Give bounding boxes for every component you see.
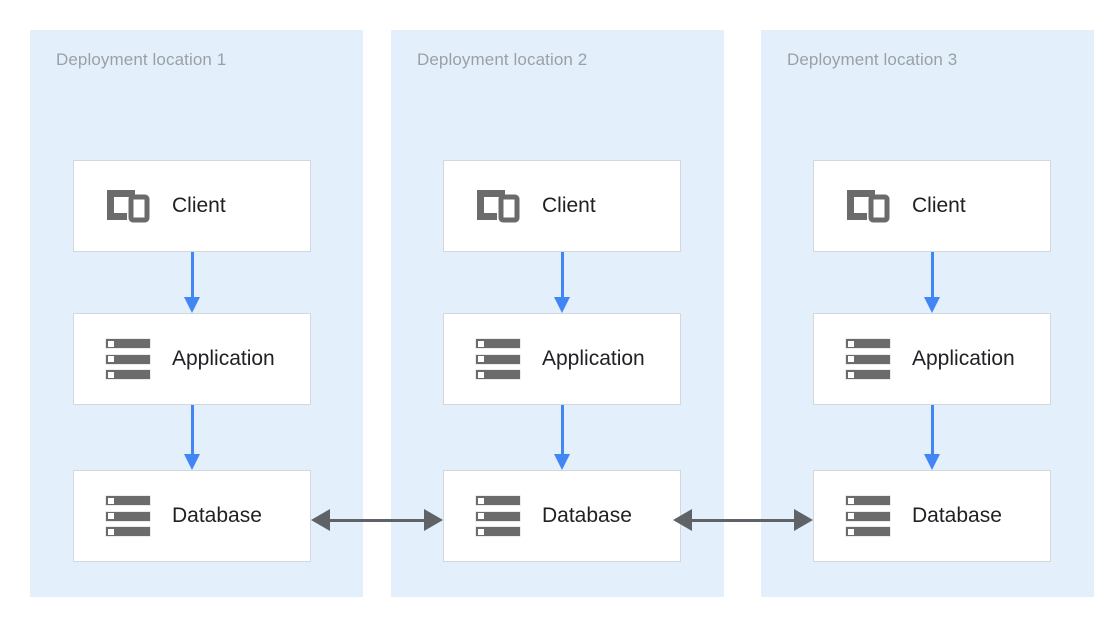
arrow-head-down-icon xyxy=(184,454,200,470)
node-client[interactable]: Client xyxy=(73,160,311,252)
deployment-location-panel-2: Deployment location 2 Client Applicati xyxy=(391,30,724,597)
arrow-application-to-database xyxy=(923,405,941,470)
node-database[interactable]: Database xyxy=(813,470,1051,562)
panel-title: Deployment location 3 xyxy=(787,50,958,69)
arrow-client-to-application xyxy=(183,252,201,313)
node-client[interactable]: Client xyxy=(813,160,1051,252)
arrow-head-right-icon xyxy=(424,509,443,531)
panel-title: Deployment location 2 xyxy=(417,50,588,69)
node-database[interactable]: Database xyxy=(73,470,311,562)
node-label: Application xyxy=(172,347,275,370)
arrow-shaft xyxy=(561,405,564,454)
arrow-head-down-icon xyxy=(924,297,940,313)
server-stack-icon xyxy=(101,335,155,383)
node-label: Client xyxy=(172,194,226,217)
node-label: Database xyxy=(912,504,1002,527)
node-label: Client xyxy=(542,194,596,217)
node-label: Database xyxy=(542,504,632,527)
server-stack-icon xyxy=(471,335,525,383)
arrow-shaft xyxy=(931,252,934,297)
arrow-head-right-icon xyxy=(794,509,813,531)
server-stack-icon xyxy=(471,492,525,540)
replication-arrow-db1-db2 xyxy=(311,509,443,531)
panel-title: Deployment location 1 xyxy=(56,50,227,69)
arrow-client-to-application xyxy=(553,252,571,313)
node-database[interactable]: Database xyxy=(443,470,681,562)
node-application[interactable]: Application xyxy=(813,313,1051,405)
node-application[interactable]: Application xyxy=(443,313,681,405)
arrow-client-to-application xyxy=(923,252,941,313)
deployment-location-panel-1: Deployment location 1 Client Applicati xyxy=(30,30,363,597)
node-label: Application xyxy=(542,347,645,370)
arrow-shaft xyxy=(191,252,194,297)
arrow-head-down-icon xyxy=(554,297,570,313)
arrow-shaft xyxy=(327,519,427,522)
devices-icon xyxy=(101,182,155,230)
node-client[interactable]: Client xyxy=(443,160,681,252)
devices-icon xyxy=(841,182,895,230)
server-stack-icon xyxy=(841,492,895,540)
arrow-shaft xyxy=(191,405,194,454)
devices-icon xyxy=(471,182,525,230)
node-label: Application xyxy=(912,347,1015,370)
arrow-shaft xyxy=(931,405,934,454)
server-stack-icon xyxy=(101,492,155,540)
arrow-application-to-database xyxy=(553,405,571,470)
arrow-shaft xyxy=(689,519,797,522)
node-label: Client xyxy=(912,194,966,217)
arrow-head-down-icon xyxy=(554,454,570,470)
arrow-head-down-icon xyxy=(924,454,940,470)
arrow-head-down-icon xyxy=(184,297,200,313)
node-application[interactable]: Application xyxy=(73,313,311,405)
replication-arrow-db2-db3 xyxy=(673,509,813,531)
arrow-head-left-icon xyxy=(673,509,692,531)
arrow-shaft xyxy=(561,252,564,297)
node-label: Database xyxy=(172,504,262,527)
server-stack-icon xyxy=(841,335,895,383)
arrow-application-to-database xyxy=(183,405,201,470)
arrow-head-left-icon xyxy=(311,509,330,531)
deployment-location-panel-3: Deployment location 3 Client Applicati xyxy=(761,30,1094,597)
